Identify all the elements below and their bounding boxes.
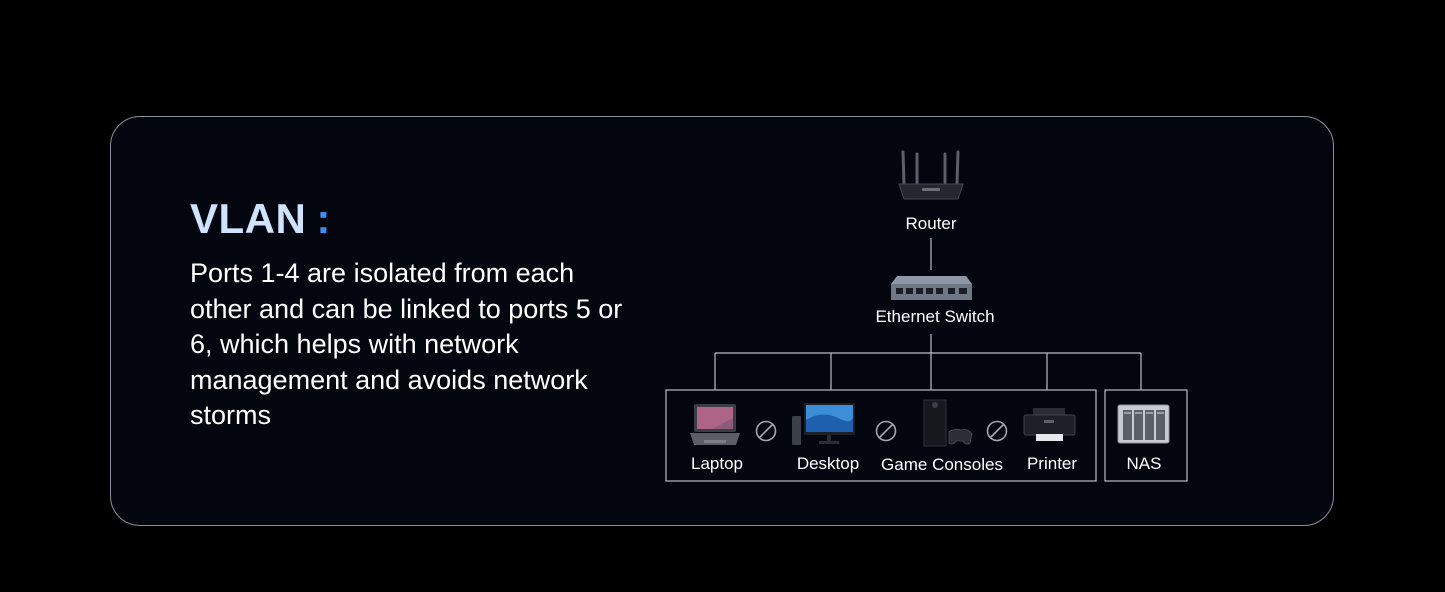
feature-description: Ports 1-4 are isolated from each other a…	[190, 258, 623, 430]
game-console-icon	[923, 399, 973, 447]
no-link-icon	[986, 420, 1008, 442]
ethernet-switch-icon	[891, 276, 972, 300]
laptop-icon	[690, 404, 740, 445]
nas-group	[1104, 389, 1188, 482]
isolation-markers	[755, 420, 1008, 442]
no-link-icon	[755, 420, 777, 442]
feature-title: VLAN	[190, 195, 307, 242]
isolated-ports-group	[665, 389, 1097, 482]
feature-heading: VLAN:	[190, 192, 331, 246]
connection-lines	[714, 238, 1142, 390]
device-label-nas: NAS	[1126, 454, 1162, 473]
device-label-game-consoles: Game Consoles	[881, 455, 1003, 474]
title-colon: :	[316, 195, 331, 242]
router-icon	[898, 150, 964, 200]
device-label-laptop: Laptop	[691, 454, 743, 473]
vlan-card	[110, 116, 1334, 526]
device-label-printer: Printer	[1026, 454, 1078, 473]
device-label-desktop: Desktop	[796, 454, 860, 473]
nas-icon	[1117, 404, 1170, 444]
printer-icon	[1023, 408, 1076, 441]
switch-label: Ethernet Switch	[875, 307, 995, 326]
no-link-icon	[875, 420, 897, 442]
desktop-icon	[792, 403, 855, 445]
router-label: Router	[905, 214, 957, 233]
